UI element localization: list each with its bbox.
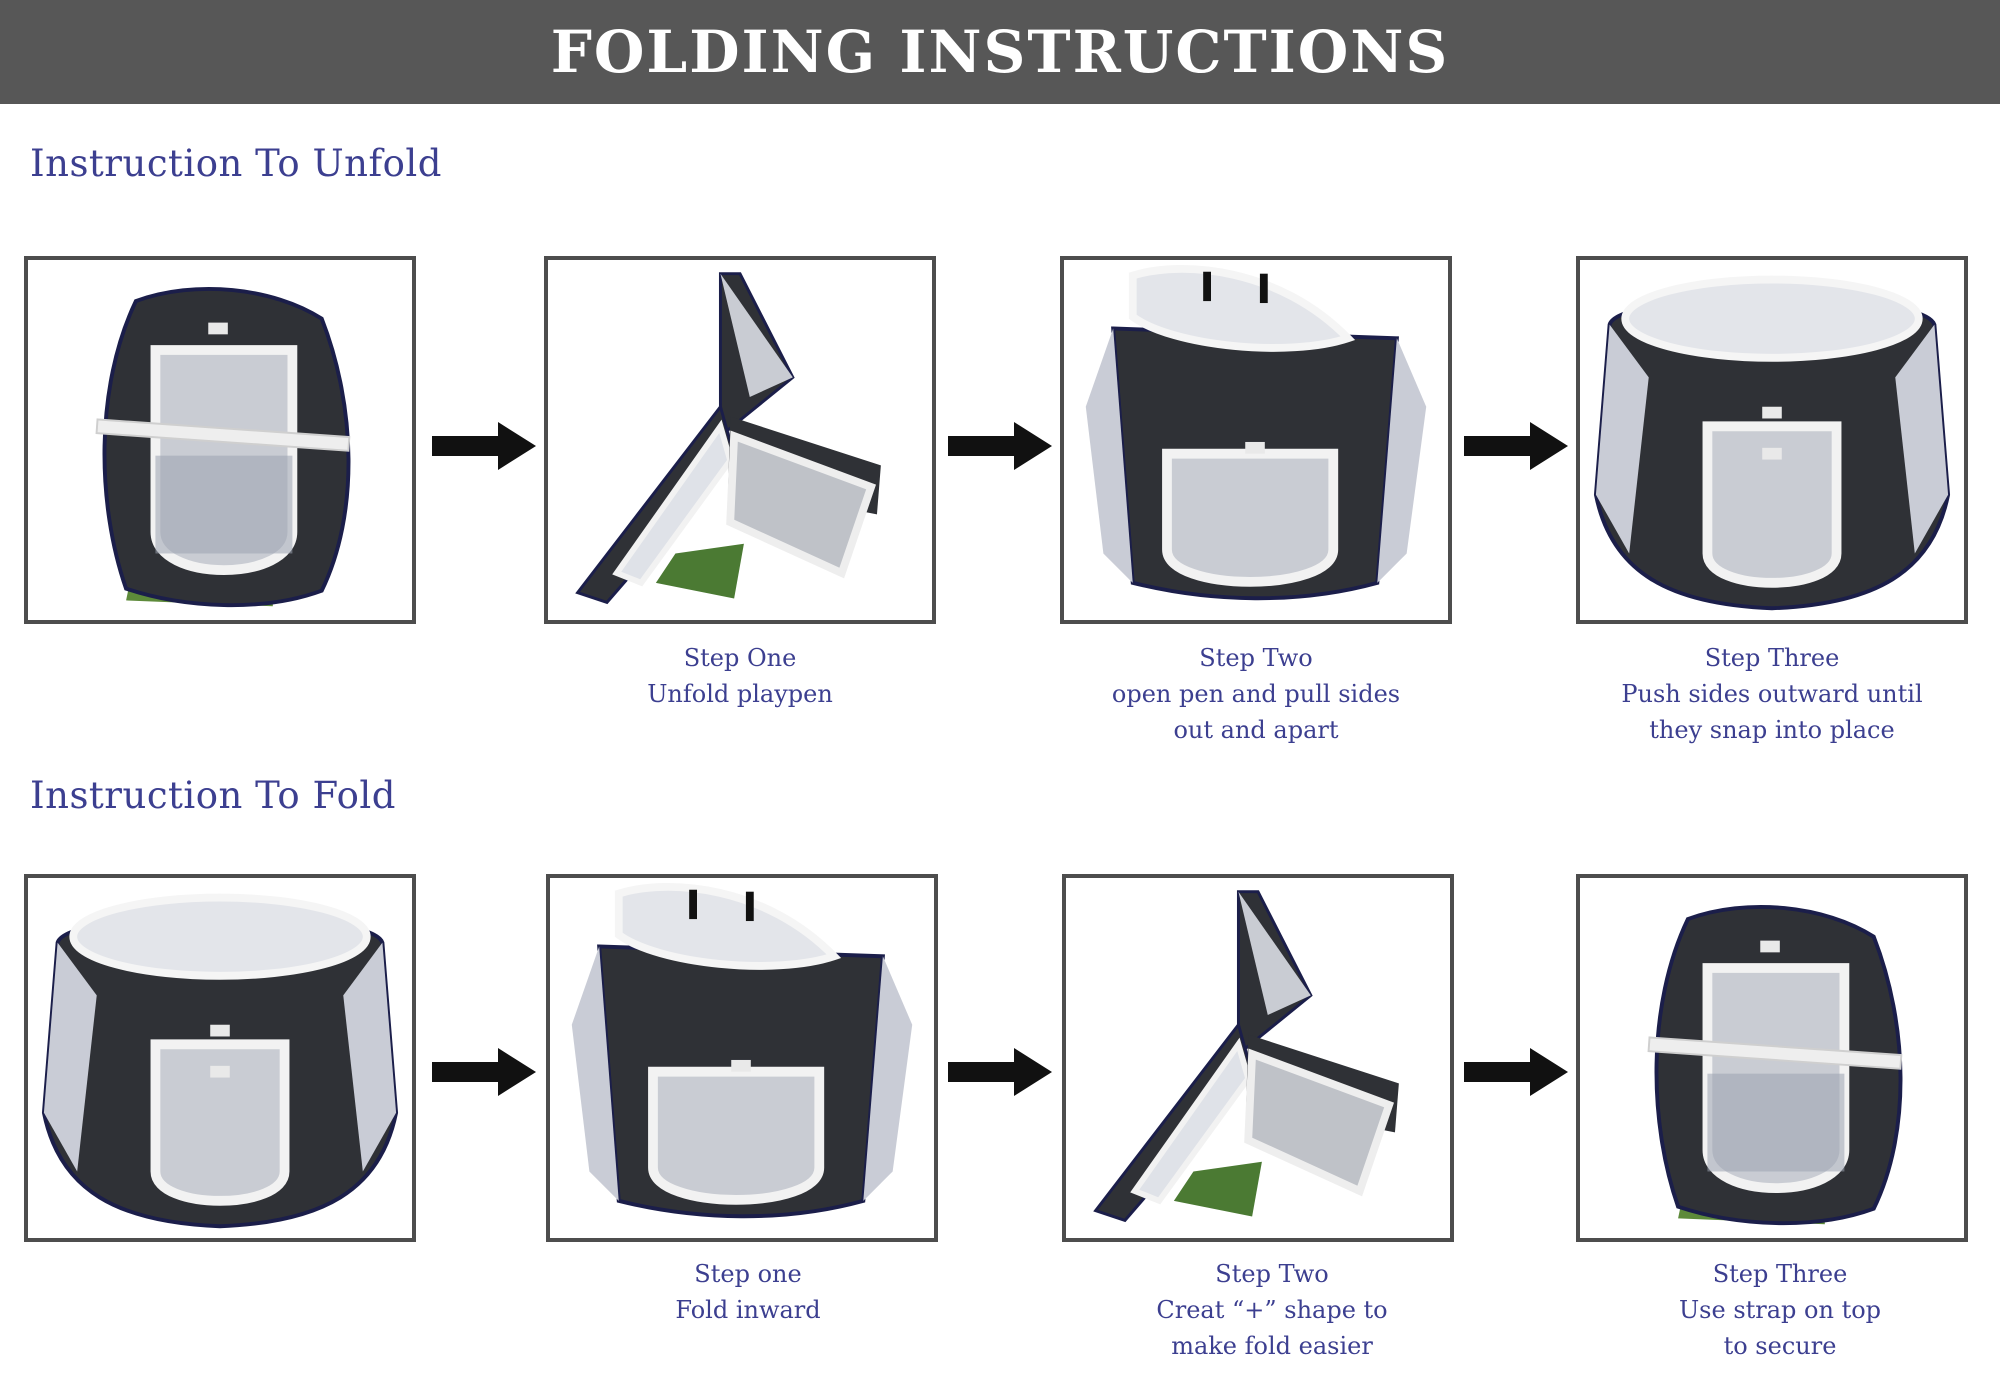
caption-line: out and apart (1173, 716, 1339, 744)
unfold-step-two-caption: Step Two open pen and pull sides out and… (1076, 640, 1436, 748)
cross-shape-playpen-illustration (575, 272, 881, 605)
caption-step-label: Step Three (1704, 644, 1840, 672)
arrow-right-icon (948, 422, 1052, 470)
header-banner: FOLDING INSTRUCTIONS (0, 0, 2000, 104)
unfold-step-three-caption: Step Three Push sides outward until they… (1592, 640, 1952, 748)
caption-line: Push sides outward until (1621, 680, 1923, 708)
unfold-image-step-one (544, 256, 936, 624)
page-title: FOLDING INSTRUCTIONS (550, 18, 1450, 86)
caption-step-label: Step Two (1199, 644, 1313, 672)
caption-line: open pen and pull sides (1111, 680, 1401, 708)
caption-line: to secure (1723, 1332, 1837, 1360)
arrow-right-icon (432, 422, 536, 470)
fold-image-step-three (1576, 874, 1968, 1242)
arrow-right-icon (1464, 422, 1568, 470)
caption-step-label: Step One (683, 644, 797, 672)
fold-image-step-one (546, 874, 938, 1242)
unfold-step-one-caption: Step One Unfold playpen (560, 640, 920, 712)
arrow-right-icon (948, 1048, 1052, 1096)
caption-step-label: Step one (694, 1260, 802, 1288)
caption-step-label: Step Three (1712, 1260, 1848, 1288)
caption-line: Fold inward (675, 1296, 821, 1324)
open-hexagonal-playpen-illustration (41, 893, 399, 1229)
unfold-image-step-two (1060, 256, 1452, 624)
cross-shape-playpen-illustration (1093, 890, 1399, 1223)
unfold-image-step-three (1576, 256, 1968, 624)
fold-section-title: Instruction To Fold (30, 774, 396, 817)
open-hexagonal-playpen-illustration (1593, 275, 1951, 611)
folded-playpen-illustration (1647, 905, 1903, 1226)
fold-step-three-caption: Step Three Use strap on top to secure (1600, 1256, 1960, 1364)
arrow-right-icon (432, 1048, 536, 1096)
unfold-image-folded (24, 256, 416, 624)
arrow-right-icon (1464, 1048, 1568, 1096)
caption-line: Creat “+” shape to (1156, 1296, 1388, 1324)
caption-line: Use strap on top (1678, 1296, 1882, 1324)
caption-step-label: Step Two (1215, 1260, 1329, 1288)
half-open-playpen-illustration (1085, 265, 1427, 601)
unfold-section-title: Instruction To Unfold (30, 142, 442, 185)
folded-playpen-illustration (95, 287, 351, 608)
caption-line: Unfold playpen (647, 680, 833, 708)
caption-line: make fold easier (1171, 1332, 1373, 1360)
folded-inward-playpen-illustration (571, 883, 913, 1219)
fold-image-step-two (1062, 874, 1454, 1242)
fold-step-one-caption: Step one Fold inward (568, 1256, 928, 1328)
fold-image-open (24, 874, 416, 1242)
caption-line: they snap into place (1649, 716, 1895, 744)
fold-step-two-caption: Step Two Creat “+” shape to make fold ea… (1092, 1256, 1452, 1364)
